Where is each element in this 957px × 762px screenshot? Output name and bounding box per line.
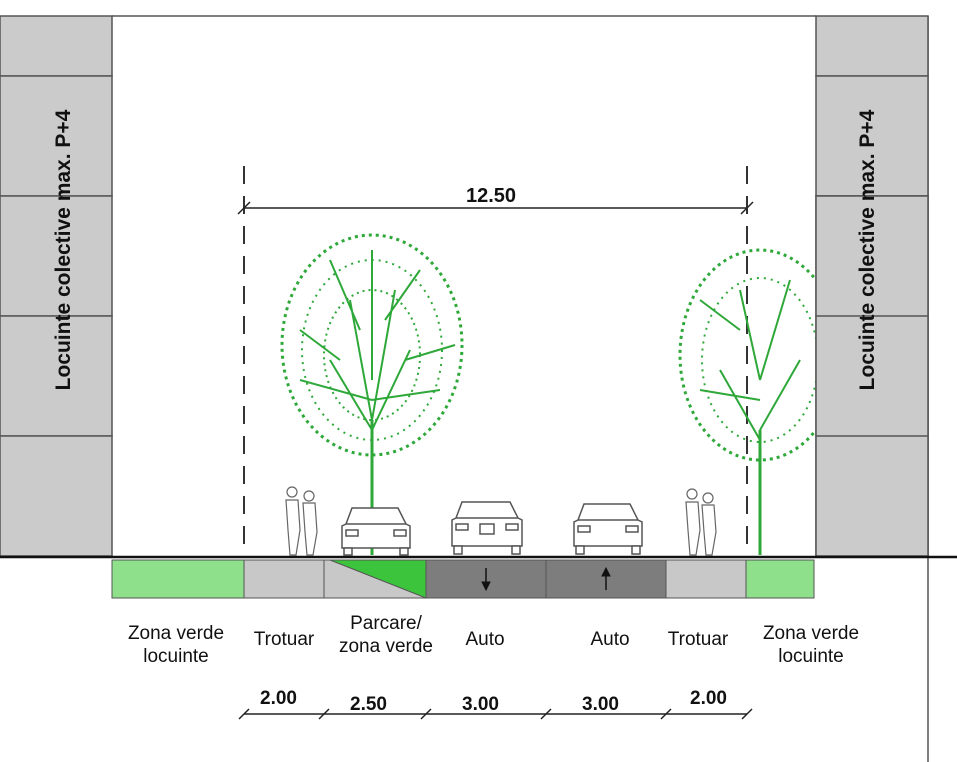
zone-label-right-sidewalk: Trotuar [656, 628, 740, 651]
zone-label-right-green: Zona verde locuinte [748, 622, 874, 668]
arrow-down-icon [481, 568, 491, 592]
zone-label-right-sidewalk-text: Trotuar [667, 629, 729, 650]
zone-label-parking-text: Parcare/ zona verde [338, 613, 433, 657]
zone-label-left-green-text: Zona verde locuinte [127, 623, 225, 667]
car-lane-1-icon [451, 501, 523, 555]
right-building-label: Locuinte colective max. P+4 [856, 109, 879, 391]
dimension-right-sidewalk: 2.00 [690, 688, 727, 709]
dimension-left-sidewalk: 2.00 [260, 688, 297, 709]
zone-left-green [111, 559, 245, 599]
pedestrians-left-icon [285, 486, 318, 556]
segment-dimension-line [238, 708, 753, 720]
dimension-lane-2: 3.00 [582, 694, 619, 715]
zone-label-lane-1: Auto [450, 628, 520, 651]
dimension-parking: 2.50 [350, 694, 387, 715]
zone-left-sidewalk [243, 559, 325, 599]
car-lane-2-icon [573, 503, 643, 555]
zone-label-lane-1-text: Auto [465, 629, 505, 650]
zone-label-left-sidewalk: Trotuar [244, 628, 324, 651]
zone-label-lane-2: Auto [575, 628, 645, 651]
street-band [111, 559, 815, 599]
total-width-value: 12.50 [466, 185, 517, 207]
dimension-lane-1: 3.00 [462, 694, 499, 715]
left-building-label: Locuinte colective max. P+4 [52, 109, 75, 391]
zone-label-left-sidewalk-text: Trotuar [253, 629, 315, 650]
pedestrians-right-icon [685, 488, 717, 556]
arrow-up-icon [601, 566, 611, 590]
car-parking-icon [341, 507, 411, 556]
zone-right-sidewalk [665, 559, 747, 599]
zone-label-left-green: Zona verde locuinte [112, 622, 240, 668]
left-building [0, 15, 113, 557]
zone-right-green [745, 559, 815, 599]
zone-label-parking: Parcare/ zona verde [322, 612, 450, 658]
zone-label-lane-2-text: Auto [590, 629, 630, 650]
total-width-dimension [237, 201, 754, 215]
zone-label-right-green-text: Zona verde locuinte [762, 623, 860, 667]
right-building-mask [815, 195, 929, 557]
